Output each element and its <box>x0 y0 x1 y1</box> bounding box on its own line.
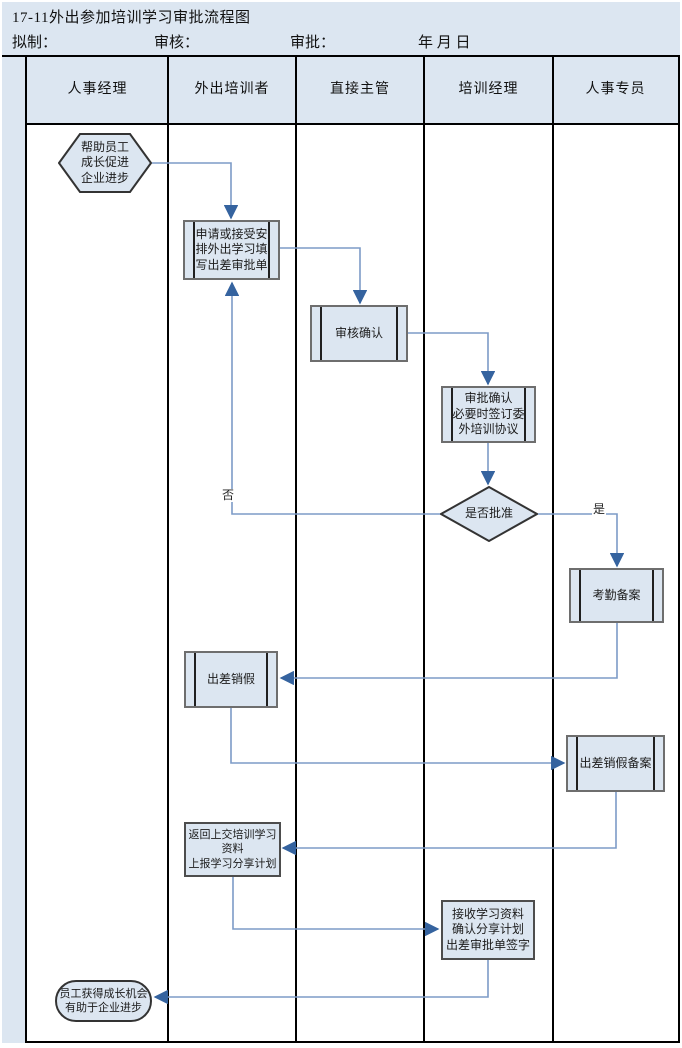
node-start-goal: 帮助员工 成长促进 企业进步 <box>58 133 152 193</box>
decision-no-label: 否 <box>221 488 236 503</box>
title-band <box>2 2 680 57</box>
lane-header-training-manager: 培训经理 <box>458 82 519 97</box>
node-label: 是否批准 <box>464 506 513 521</box>
node-end-result: 员工获得成长机会 有助于企业进步 <box>55 980 152 1022</box>
node-label: 申请或接受安 排外出学习填 写出差审批单 <box>195 226 268 272</box>
left-margin-column <box>2 57 27 1043</box>
node-label: 员工获得成长机会 有助于企业进步 <box>59 987 148 1014</box>
hexagon-shape-icon <box>58 133 152 193</box>
node-label: 出差销假备案 <box>579 755 652 770</box>
node-label: 帮助员工 成长促进 企业进步 <box>80 139 129 185</box>
lane-header-band <box>27 57 678 123</box>
meta-approve-label: 审批： <box>290 35 336 51</box>
meta-drafted-label: 拟制： <box>12 35 58 51</box>
node-label: 审核确认 <box>334 325 383 340</box>
node-label: 审批确认 必要时签订委 外培训协议 <box>452 391 525 437</box>
lane-divider-2 <box>295 57 297 1043</box>
diamond-shape-icon <box>440 486 538 542</box>
lane-header-bottom-line <box>27 123 678 125</box>
lane-header-trainee: 外出培训者 <box>194 82 270 97</box>
node-attendance-filing: 考勤备案 <box>569 568 664 623</box>
lane-divider-3 <box>423 57 425 1043</box>
meta-review-label: 审核： <box>154 35 200 51</box>
lane-divider-4 <box>552 57 554 1043</box>
node-approve-sign-agreement: 审批确认 必要时签订委 外培训协议 <box>441 386 536 443</box>
lane-divider-1 <box>167 57 169 1043</box>
page-title: 17-11外出参加培训学习审批流程图 <box>12 10 251 26</box>
lane-header-hr-manager: 人事经理 <box>67 82 128 97</box>
node-return-materials: 返回上交培训学习资料 上报学习分享计划 <box>184 822 281 877</box>
node-label: 考勤备案 <box>592 587 641 602</box>
meta-date-label: 年 月 日 <box>418 35 471 51</box>
node-cancel-trip-leave: 出差销假 <box>184 651 278 708</box>
node-decision-approved: 是否批准 <box>440 486 538 542</box>
node-receive-materials-sign: 接收学习资料 确认分享计划 出差审批单签字 <box>441 900 535 960</box>
node-apply-fill-form: 申请或接受安 排外出学习填 写出差审批单 <box>183 220 280 280</box>
node-cancel-leave-record: 出差销假备案 <box>566 735 665 792</box>
node-label: 接收学习资料 确认分享计划 出差审批单签字 <box>445 906 530 952</box>
node-label: 出差销假 <box>206 671 255 686</box>
node-label: 返回上交培训学习资料 上报学习分享计划 <box>188 829 277 870</box>
decision-yes-label: 是 <box>592 502 607 517</box>
lane-header-direct-supervisor: 直接主管 <box>330 82 390 97</box>
node-review-confirm: 审核确认 <box>310 305 408 362</box>
lane-header-hr-specialist: 人事专员 <box>585 82 646 97</box>
